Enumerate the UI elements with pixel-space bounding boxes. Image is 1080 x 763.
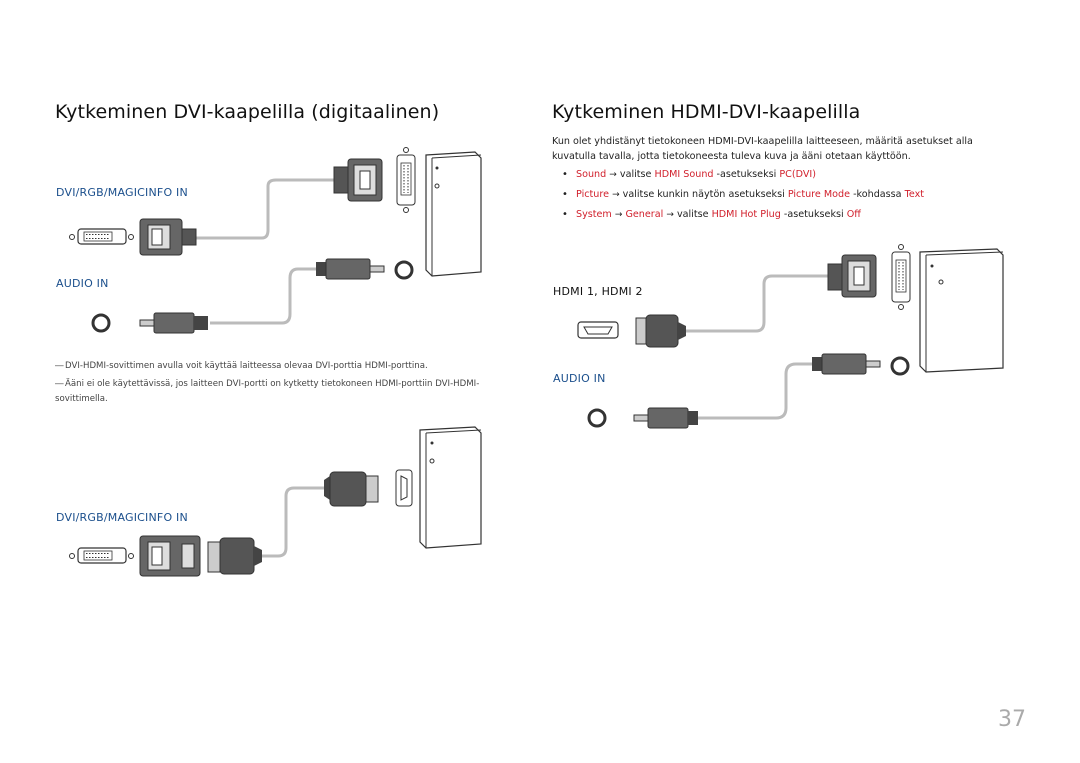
port-label-audio: AUDIO IN xyxy=(56,277,109,290)
hdmi-plug-icon xyxy=(324,471,379,507)
audio-plug-icon xyxy=(633,407,698,429)
audio-plug-icon xyxy=(316,258,385,280)
dvi-connection-diagram xyxy=(69,147,482,334)
port-label-dvi: DVI/RGB/MAGICINFO IN xyxy=(56,186,188,199)
audio-plug-icon xyxy=(812,353,881,375)
pc-dvi-port-icon xyxy=(891,244,911,310)
hdmi-port-icon xyxy=(577,321,619,339)
port-label-dvi-2: DVI/RGB/MAGICINFO IN xyxy=(56,511,188,524)
pc-dvi-port-icon xyxy=(396,147,416,213)
dvi-port-icon xyxy=(69,228,134,245)
note-2: ―Ääni ei ole käytettävissä, jos laitteen… xyxy=(55,379,480,404)
list-item: • System → General → valitse HDMI Hot Pl… xyxy=(562,209,861,220)
audio-plug-icon xyxy=(139,312,208,334)
settings-list: • Sound → valitse HDMI Sound -asetukseks… xyxy=(562,165,924,225)
pc-tower-icon xyxy=(919,248,1004,373)
list-item: • Picture → valitse kunkin näytön asetuk… xyxy=(562,189,925,200)
pc-hdmi-port-icon xyxy=(395,469,413,507)
dvi-port-icon xyxy=(69,547,134,564)
port-label-hdmi: HDMI 1, HDMI 2 xyxy=(553,285,643,298)
port-label-audio-2: AUDIO IN xyxy=(553,372,606,385)
dvi-plug-icon xyxy=(139,218,197,256)
hdmi-plug-icon xyxy=(207,537,262,575)
hdmi-dvi-connection-diagram xyxy=(577,244,1004,429)
pc-tower-icon xyxy=(425,151,482,277)
hdmi-plug-icon xyxy=(635,314,686,348)
intro-text: Kun olet yhdistänyt tietokoneen HDMI-DVI… xyxy=(552,136,973,162)
dvi-hdmi-adapter-icon xyxy=(139,535,201,577)
page-number: 37 xyxy=(998,707,1026,732)
note-1: ―DVI-HDMI-sovittimen avulla voit käyttää… xyxy=(55,361,428,371)
section-heading-dvi: Kytkeminen DVI-kaapelilla (digitaalinen) xyxy=(55,101,440,123)
dvi-plug-icon xyxy=(333,158,383,202)
dvi-hdmi-adapter-diagram xyxy=(69,426,482,577)
pc-tower-icon xyxy=(419,426,482,549)
section-heading-hdmi-dvi: Kytkeminen HDMI-DVI-kaapelilla xyxy=(552,101,861,123)
dvi-plug-icon xyxy=(827,254,877,298)
list-item: • Sound → valitse HDMI Sound -asetukseks… xyxy=(562,169,816,180)
